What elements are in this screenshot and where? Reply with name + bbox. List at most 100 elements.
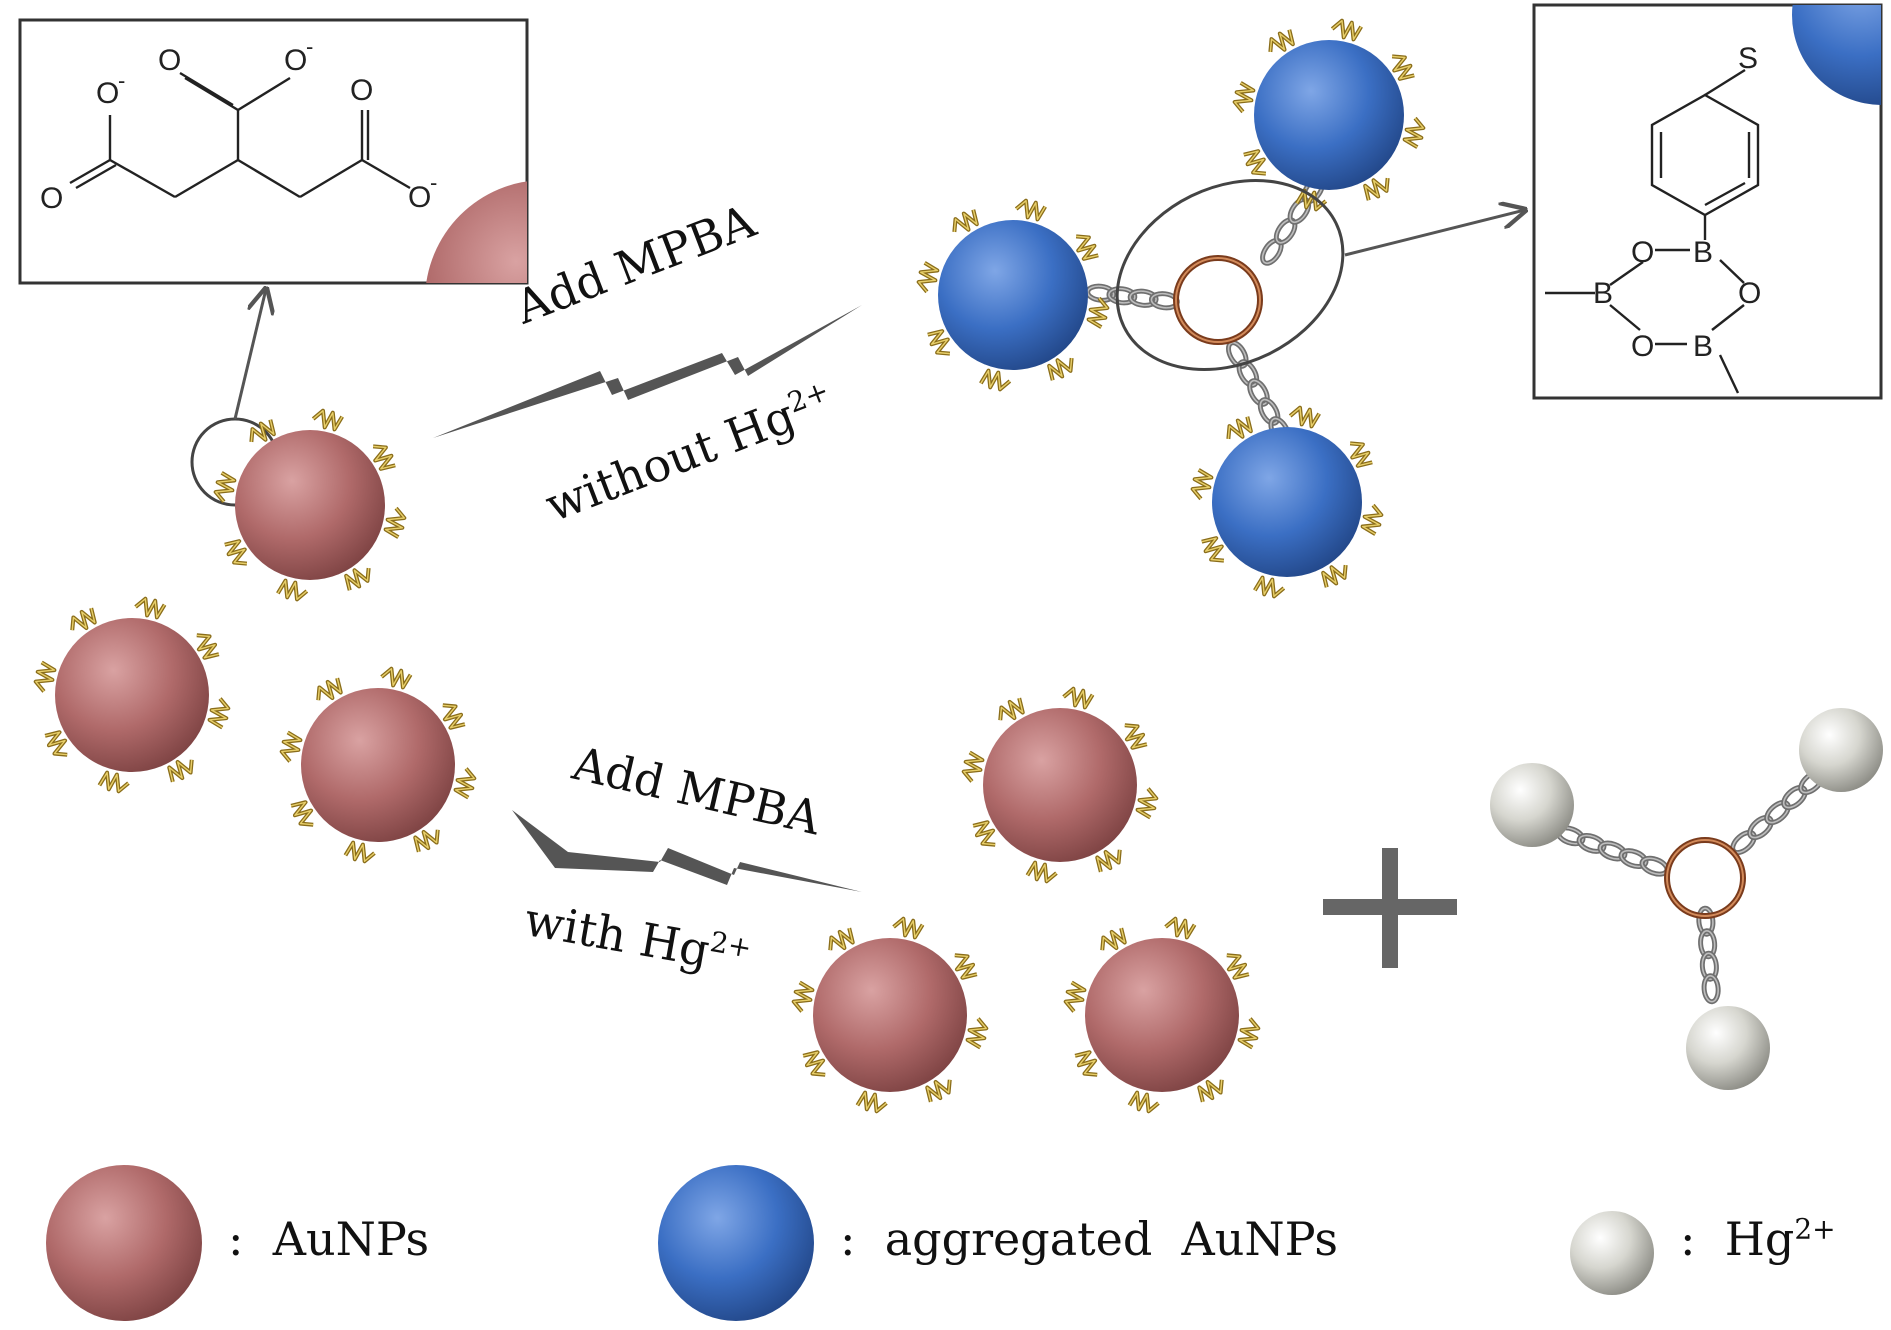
ligand-coil — [378, 665, 413, 691]
ligand-coil — [790, 980, 816, 1015]
boroxine-atom-b2: B — [1593, 277, 1613, 310]
chain-link-highlight — [1108, 287, 1136, 304]
ligand-coil — [1401, 114, 1427, 150]
citrate-atom-o4: O — [40, 182, 63, 215]
boroxine-ring — [1173, 255, 1263, 345]
legend-aggregated-swatch — [658, 1165, 814, 1321]
chain-link-highlight — [1782, 786, 1807, 809]
particle-body — [658, 1165, 814, 1321]
chain-link-highlight — [1259, 398, 1279, 425]
aunp-corner-fragment — [426, 181, 527, 283]
particle-body — [1085, 938, 1239, 1092]
particle-body — [1570, 1211, 1654, 1295]
legend-aggregated-label: : aggregated AuNPs — [840, 1212, 1338, 1266]
legend-aggregated-sep: : — [840, 1212, 856, 1266]
boroxine-atom-b3: B — [1693, 330, 1713, 363]
chain-link-highlight — [1129, 290, 1157, 307]
ligand-coil — [275, 577, 311, 603]
aggregated-corner-fragment — [1792, 5, 1881, 105]
legend-aggregated-text: aggregated AuNPs — [884, 1212, 1338, 1266]
particle-body — [1799, 708, 1883, 792]
particle-body — [938, 220, 1088, 370]
ligand-coil — [206, 695, 232, 730]
boroxine-atom-o3: O — [1631, 330, 1654, 363]
aunp-particle — [32, 595, 232, 795]
chain-link-highlight — [1248, 379, 1269, 406]
ligand-coil — [1060, 685, 1095, 711]
legend-hg-sep: : — [1680, 1212, 1696, 1266]
legend-hg-swatch — [1570, 1211, 1654, 1295]
citrate-atom-o5: O — [158, 44, 181, 77]
aunp-particle — [278, 665, 478, 865]
chain-link — [1781, 784, 1808, 811]
citrate-atom-o6: O — [350, 74, 373, 107]
legend-hg-text: Hg — [1724, 1212, 1795, 1266]
legend-aunp-text: AuNPs — [272, 1212, 430, 1266]
chain-link-highlight — [1698, 907, 1714, 936]
ligand-coil — [32, 660, 58, 695]
ligand-coil — [132, 595, 167, 621]
particle-body — [301, 688, 455, 842]
chain-up — [1260, 176, 1325, 266]
hg-ion — [1490, 763, 1574, 847]
aunp-particle — [790, 915, 990, 1115]
ligand-coil — [1012, 197, 1048, 223]
aunp-particle — [1062, 915, 1262, 1115]
ligand-coil — [915, 260, 941, 296]
ligand-coil — [1189, 467, 1215, 503]
ligand-coil — [960, 750, 986, 785]
boronate-crosslink — [1115, 178, 1525, 372]
chain-link-highlight — [1599, 842, 1626, 860]
boroxine-atom-o1: O — [1631, 236, 1654, 269]
ligand-coil — [890, 915, 925, 941]
boroxine-atom-s: S — [1738, 42, 1758, 75]
particle-body — [813, 938, 967, 1092]
aunp-particle — [212, 407, 408, 603]
citrate-atom-o3: O — [408, 181, 431, 214]
bottom-condition-charge: 2+ — [707, 925, 755, 965]
legend-aunp-swatch — [46, 1165, 202, 1321]
ligand-coil — [855, 1089, 890, 1115]
hg-ion — [1686, 1006, 1770, 1090]
legend-hg-charge: 2+ — [1794, 1212, 1836, 1246]
ligand-coil — [1286, 404, 1322, 430]
legend-hg-label: : Hg2+ — [1680, 1212, 1836, 1266]
boroxine-atom-b1: B — [1693, 236, 1713, 269]
ligand-coil — [1162, 915, 1197, 941]
chain-link — [1764, 799, 1791, 826]
crosslink-zoom-ellipse — [1115, 178, 1345, 372]
ligand-coil — [309, 407, 345, 433]
ligand-coil — [1062, 980, 1088, 1015]
aggregated-aunp — [1231, 17, 1427, 213]
particle-body — [46, 1165, 202, 1321]
chain-link-highlight — [1701, 952, 1718, 981]
ligand-coil — [1236, 1015, 1262, 1050]
aunp-particle — [960, 685, 1160, 885]
ligand-coil — [964, 1015, 990, 1050]
hg-chain-left — [1555, 825, 1670, 877]
ring-highlight — [1666, 839, 1744, 917]
particle-body — [983, 708, 1137, 862]
plus-sign — [1323, 848, 1457, 968]
ligand-coil — [382, 504, 408, 540]
ligand-coil — [978, 367, 1014, 393]
chain-link-highlight — [1703, 974, 1719, 1003]
citrate-atom-o2: O — [284, 44, 307, 77]
ligand-coil — [1328, 17, 1364, 43]
hg-chain-down — [1696, 905, 1721, 1005]
aggregated-aunp — [915, 197, 1111, 393]
particle-body — [1686, 1006, 1770, 1090]
aggregated-aunp — [1189, 404, 1385, 600]
ring-highlight — [1175, 257, 1261, 343]
legend-aunp-label: : AuNPs — [228, 1212, 429, 1266]
ligand-coil — [343, 839, 378, 865]
particle-body — [1490, 763, 1574, 847]
citrate-atom-o1: O — [96, 77, 119, 110]
boroxine-atom-o2: O — [1738, 277, 1761, 310]
hg-complex-ring — [1664, 837, 1746, 919]
citrate-callout-arrow — [233, 289, 266, 420]
ligand-coil — [1025, 859, 1060, 885]
chain-link-highlight — [1699, 929, 1716, 958]
ligand-coil — [278, 730, 304, 765]
